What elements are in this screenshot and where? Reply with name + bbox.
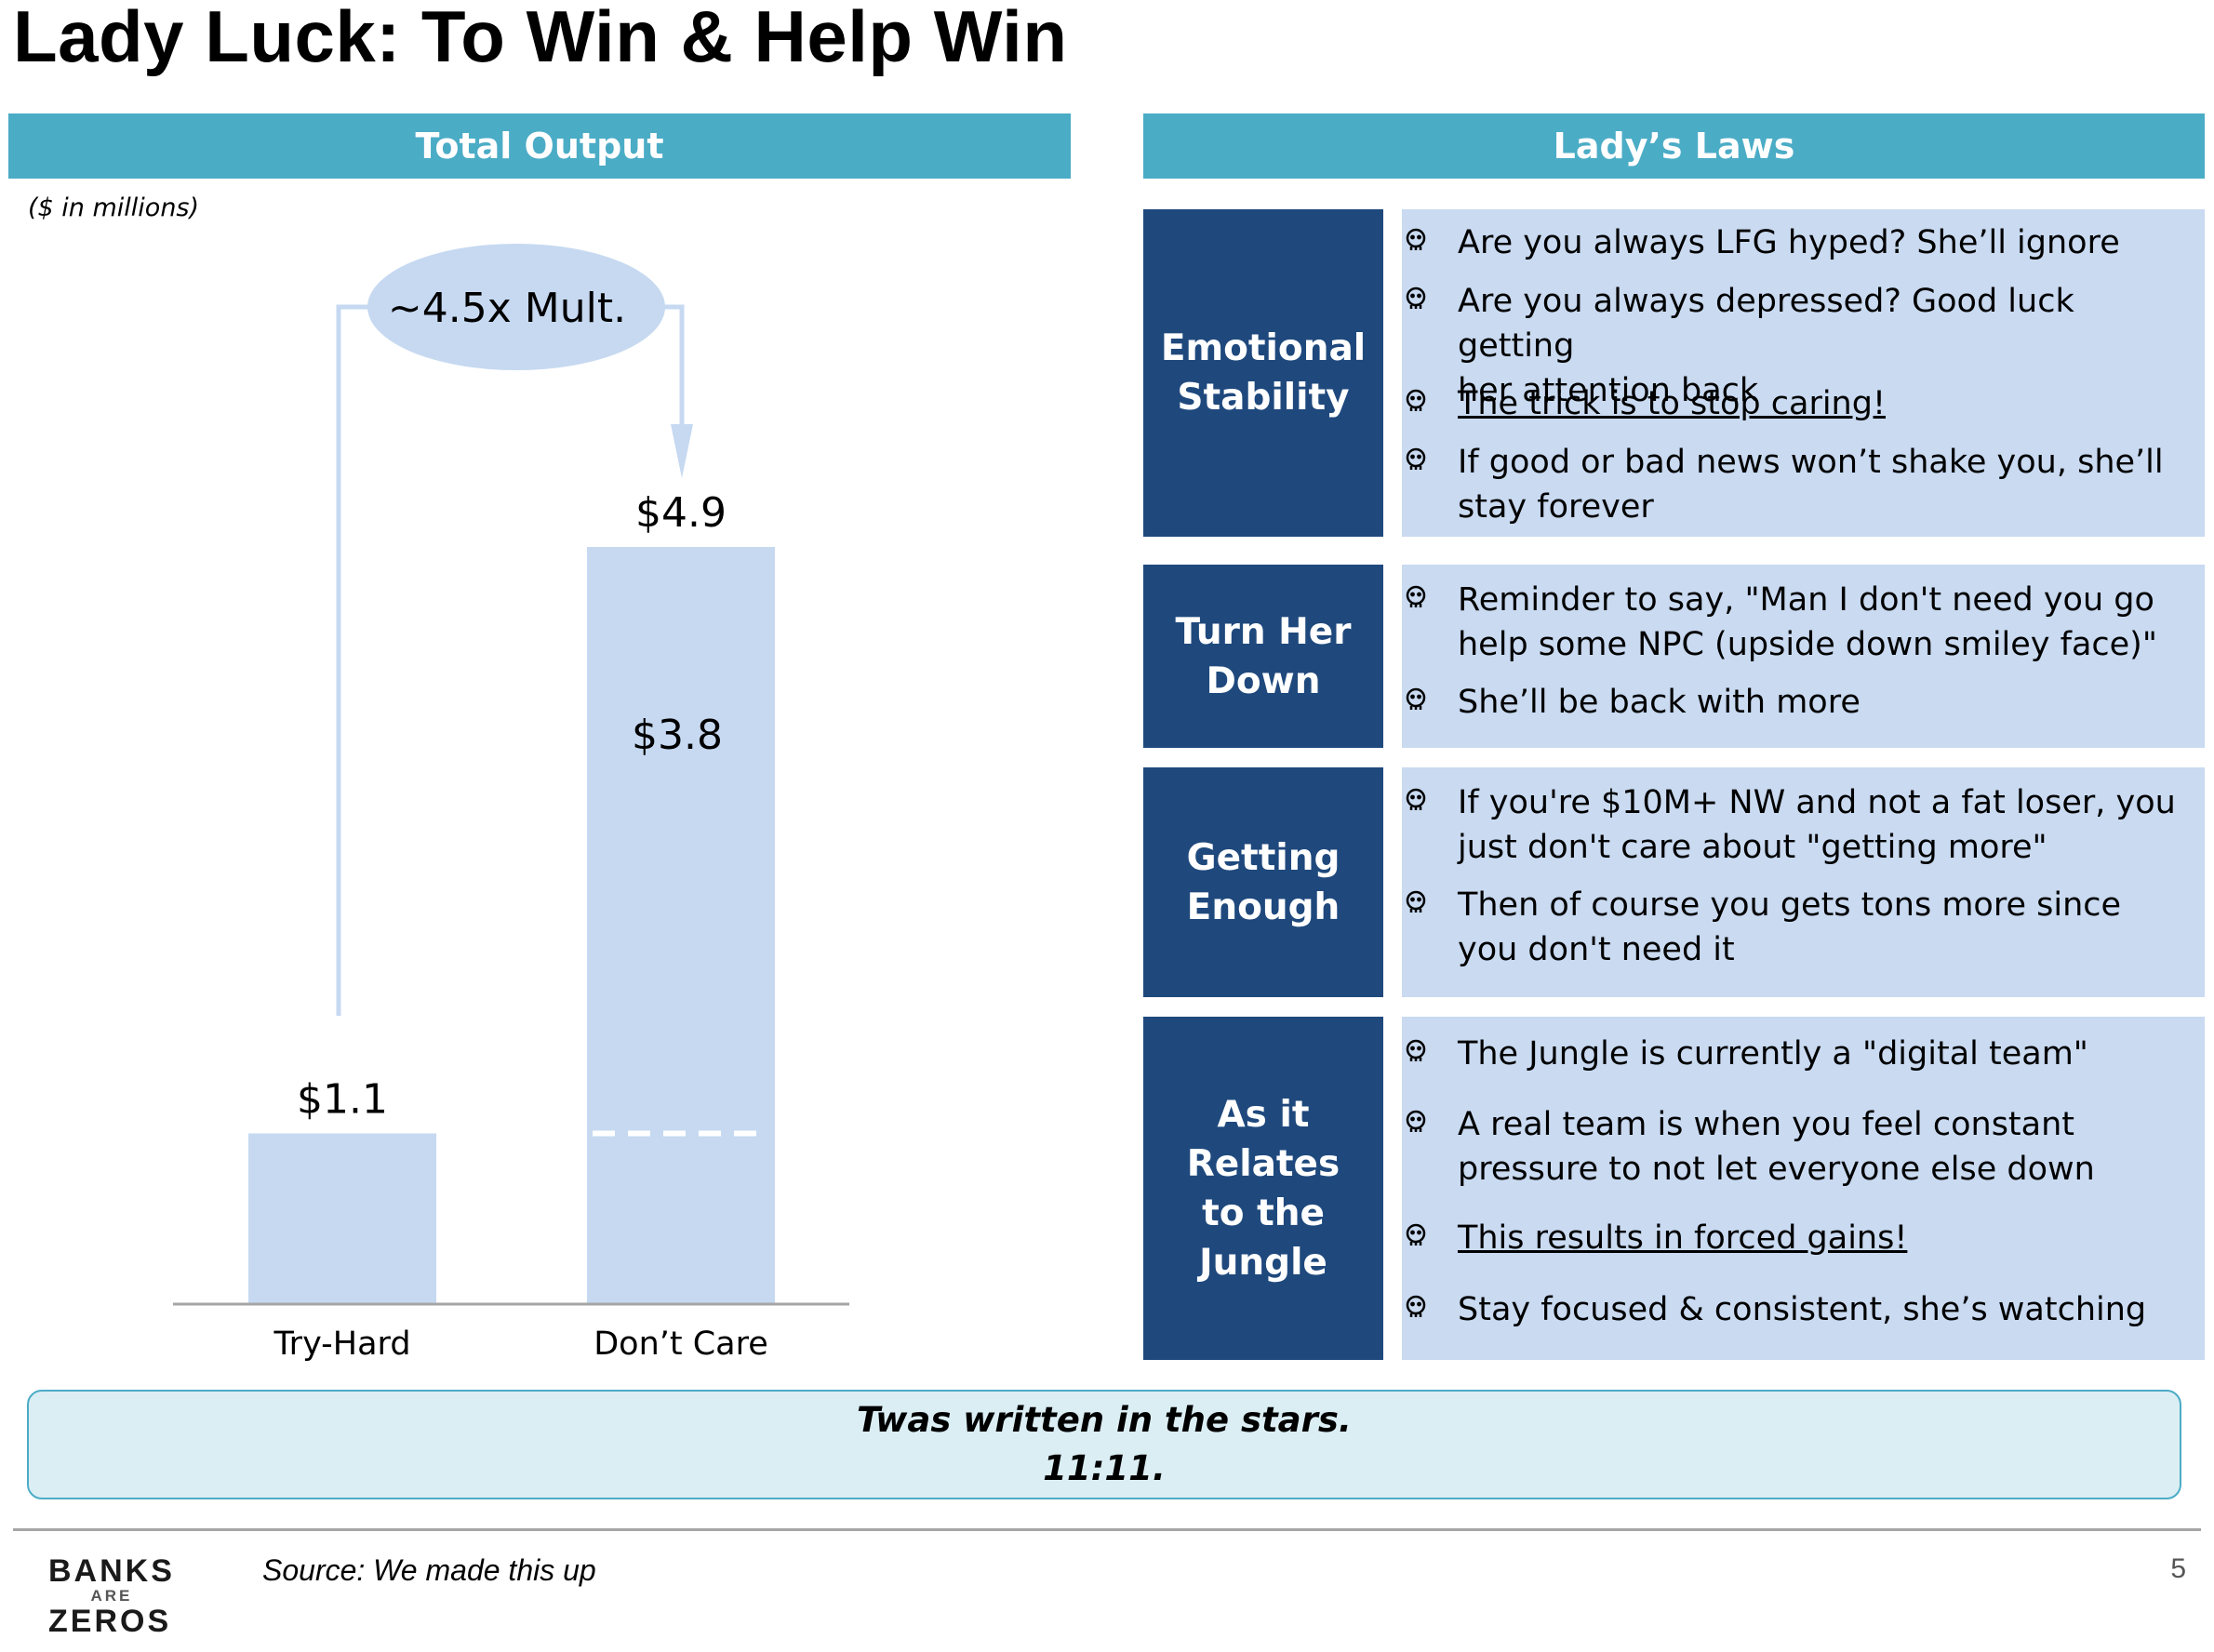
ladys-laws-header: Lady’s Laws xyxy=(1143,113,2205,179)
law-bullet-text: Stay focused & consistent, she’s watchin… xyxy=(1458,1291,2147,1328)
skull-bullet-icon xyxy=(1406,389,1426,411)
law-bullet: Then of course you gets tons more since … xyxy=(1406,883,2186,972)
category-label: Try-Hard xyxy=(273,1326,410,1363)
law-bullet: This results in forced gains! xyxy=(1406,1216,2186,1260)
law-title-line: Turn Her xyxy=(1175,610,1352,653)
law-title-line: Enough xyxy=(1186,886,1340,928)
banks-are-zeros-logo: BANKS ARE ZEROS xyxy=(48,1555,175,1637)
law-bullet: The trick is to stop caring! xyxy=(1406,381,2186,426)
total-output-header: Total Output xyxy=(8,113,1071,179)
law-bullet-text: She’ll be back with more xyxy=(1458,684,1861,721)
bar-try-hard xyxy=(248,1133,436,1303)
multiplier-label: ~4.5x Mult. xyxy=(388,285,626,332)
logo-line: ARE xyxy=(90,1587,133,1605)
law-bullet: Reminder to say, "Man I don't need you g… xyxy=(1406,578,2186,667)
bar-dont-care xyxy=(587,547,775,1303)
law-bullet-text: pressure to not let everyone else down xyxy=(1458,1151,2095,1188)
skull-bullet-icon xyxy=(1406,1223,1426,1246)
law-bullet-text: If you're $10M+ NW and not a fat loser, … xyxy=(1458,784,2176,821)
skull-bullet-icon xyxy=(1406,1039,1426,1061)
law-title-line: to the Jungle xyxy=(1199,1192,1327,1284)
law-bullet-text: you don't need it xyxy=(1458,931,1735,968)
skull-bullet-icon xyxy=(1406,585,1426,607)
law-title-line: Emotional xyxy=(1160,327,1367,369)
law-bullet: Are you always depressed? Good luck gett… xyxy=(1406,279,2186,413)
skull-bullet-icon xyxy=(1406,286,1426,309)
page-number: 5 xyxy=(2170,1553,2186,1584)
multiplier-connector-right xyxy=(660,304,685,443)
law-bullet-text: just don't care about "getting more" xyxy=(1458,829,2047,866)
law-body-as-it-relates-to-the-jungle: The Jungle is currently a "digital team"… xyxy=(1402,1017,2205,1360)
law-bullet-text: her attention back xyxy=(1458,372,1759,409)
category-label: Don’t Care xyxy=(594,1326,768,1363)
quote-line: 11:11. xyxy=(1043,1448,1166,1488)
law-bullet-text: The trick is to stop caring! xyxy=(1458,385,1886,422)
skull-bullet-icon xyxy=(1406,687,1426,710)
law-bullet-text: A real team is when you feel constant xyxy=(1458,1106,2075,1143)
skull-bullet-icon xyxy=(1406,788,1426,810)
skull-bullet-icon xyxy=(1406,1295,1426,1317)
quote-box: Twas written in the stars. 11:11. xyxy=(27,1390,2181,1499)
bar-value-label: $4.9 xyxy=(635,489,727,537)
law-bullet: If good or bad news won’t shake you, she… xyxy=(1406,440,2186,529)
logo-line: ZEROS xyxy=(48,1604,172,1639)
multiplier-connector-left xyxy=(336,304,372,1016)
bar-value-label: $1.1 xyxy=(297,1075,388,1123)
law-bullet: Are you always LFG hyped? She’ll ignore xyxy=(1406,220,2186,265)
law-body-turn-her-down: Reminder to say, "Man I don't need you g… xyxy=(1402,565,2205,748)
law-bullet: Stay focused & consistent, she’s watchin… xyxy=(1406,1287,2186,1332)
total-output-header-label: Total Output xyxy=(415,126,664,167)
law-title-line: Getting xyxy=(1186,836,1340,879)
law-bullet: A real team is when you feel constant pr… xyxy=(1406,1102,2186,1192)
page-title: Lady Luck: To Win & Help Win xyxy=(13,0,1068,77)
units-note: ($ in millions) xyxy=(28,193,200,222)
law-bullet: The Jungle is currently a "digital team" xyxy=(1406,1032,2186,1076)
law-bullet-text: Are you always depressed? Good luck gett… xyxy=(1458,283,2074,365)
footer-divider xyxy=(13,1528,2201,1531)
law-bullet-text: help some NPC (upside down smiley face)" xyxy=(1458,626,2157,663)
logo-line: BANKS xyxy=(48,1553,175,1589)
segment-value-label: $3.8 xyxy=(632,712,723,759)
law-bullet-text: Are you always LFG hyped? She’ll ignore xyxy=(1458,224,2120,261)
law-bullet: She’ll be back with more xyxy=(1406,680,2186,725)
source-note: Source: We made this up xyxy=(262,1553,596,1587)
multiplier-bubble xyxy=(367,244,665,370)
skull-bullet-icon xyxy=(1406,228,1426,250)
law-bullet-text: The Jungle is currently a "digital team" xyxy=(1458,1035,2088,1072)
law-title-line: Down xyxy=(1206,659,1321,702)
law-body-emotional-stability: Are you always LFG hyped? She’ll ignore … xyxy=(1402,209,2205,537)
skull-bullet-icon xyxy=(1406,890,1426,913)
ladys-laws-header-label: Lady’s Laws xyxy=(1553,126,1795,167)
law-bullet-text: Then of course you gets tons more since xyxy=(1458,886,2122,924)
law-bullet-text: stay forever xyxy=(1458,488,1654,526)
law-body-getting-enough: If you're $10M+ NW and not a fat loser, … xyxy=(1402,767,2205,997)
law-bullet: If you're $10M+ NW and not a fat loser, … xyxy=(1406,780,2186,870)
law-title-line: Stability xyxy=(1177,377,1350,419)
multiplier-arrowhead xyxy=(671,424,693,478)
skull-bullet-icon xyxy=(1406,1110,1426,1132)
skull-bullet-icon xyxy=(1406,447,1426,470)
law-bullet-text: Reminder to say, "Man I don't need you g… xyxy=(1458,581,2154,619)
quote-line: Twas written in the stars. xyxy=(857,1400,1352,1440)
bars-group xyxy=(248,547,775,1303)
law-bullet-text: This results in forced gains! xyxy=(1458,1219,1908,1257)
law-bullet-text: If good or bad news won’t shake you, she… xyxy=(1458,444,2164,481)
law-title-line: As it Relates xyxy=(1186,1093,1340,1185)
